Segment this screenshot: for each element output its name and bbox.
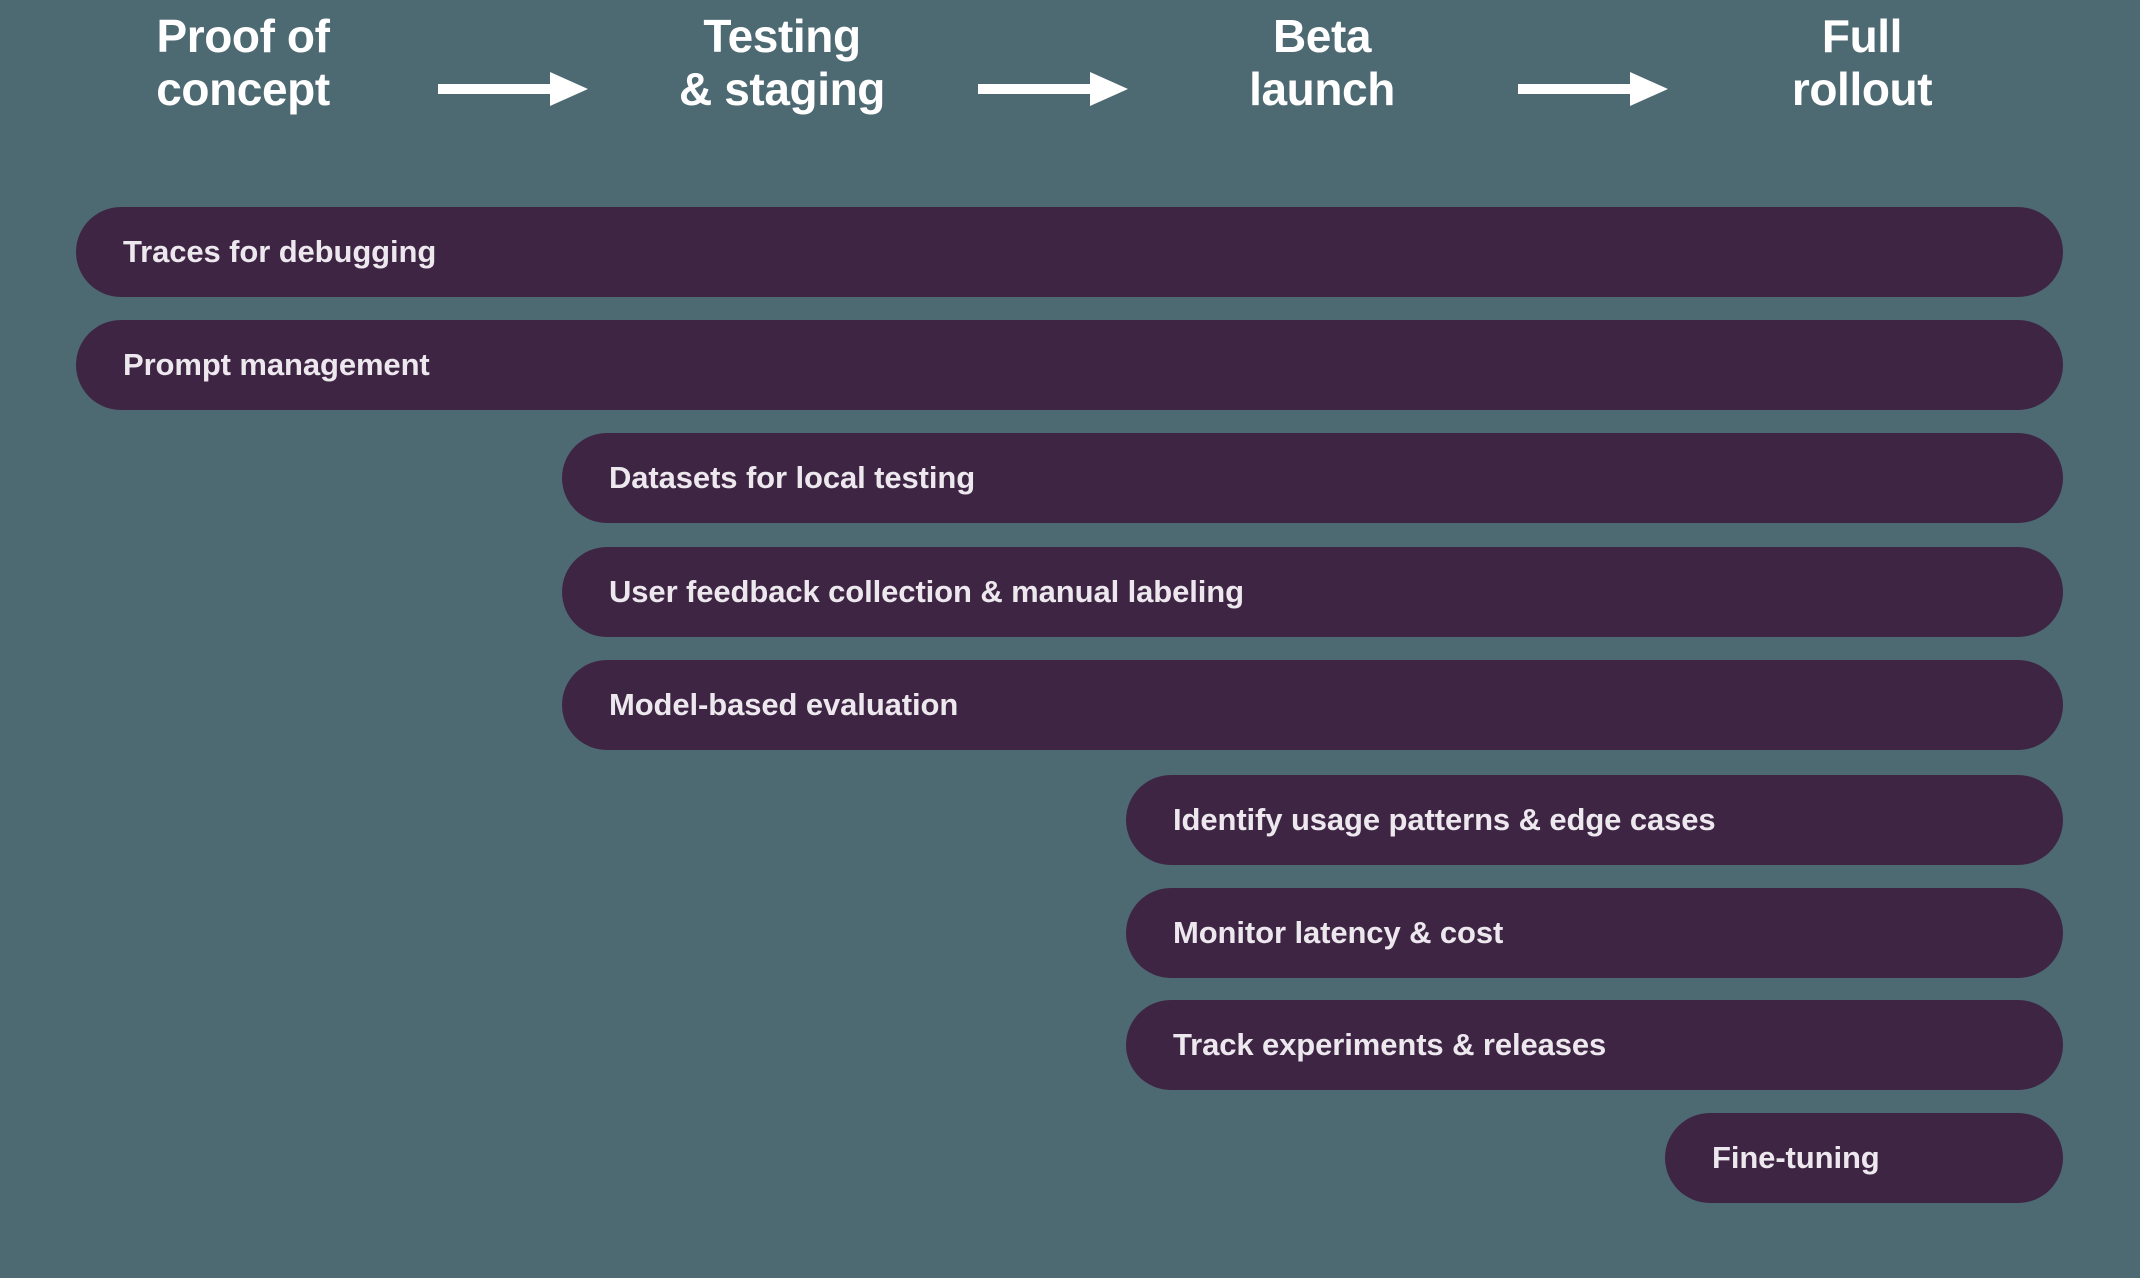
stage-header-line2: concept <box>156 63 330 116</box>
capability-bar[interactable]: Identify usage patterns & edge cases <box>1126 775 2063 865</box>
stage-header-line1: Proof of <box>156 10 330 62</box>
capability-bar-label: Model-based evaluation <box>609 687 959 722</box>
capability-bar-label: Monitor latency & cost <box>1173 915 1504 950</box>
stage-header-line1: Full <box>1821 10 1903 62</box>
arrow-right-icon <box>978 68 1128 110</box>
capability-bar[interactable]: Prompt management <box>76 320 2063 410</box>
capability-bar[interactable]: Fine-tuning <box>1665 1113 2063 1203</box>
capability-bar-label: Fine-tuning <box>1712 1140 1880 1175</box>
capability-bar[interactable]: Datasets for local testing <box>562 433 2063 523</box>
capability-bar[interactable]: User feedback collection & manual labeli… <box>562 547 2063 637</box>
stage-header-line2: rollout <box>1791 63 1933 116</box>
capability-bar-label: Identify usage patterns & edge cases <box>1173 802 1716 837</box>
capability-bar[interactable]: Monitor latency & cost <box>1126 888 2063 978</box>
stage-header-line1: Beta <box>1272 10 1372 62</box>
capability-bar[interactable]: Track experiments & releases <box>1126 1000 2063 1090</box>
stage-header-line2: & staging <box>679 63 885 116</box>
stage-header-line1: Testing <box>703 10 861 62</box>
capability-bar-label: Track experiments & releases <box>1173 1027 1607 1062</box>
capability-bar-label: User feedback collection & manual labeli… <box>609 574 1244 609</box>
arrow-right-icon <box>438 68 588 110</box>
stage-header-line2: launch <box>1249 63 1395 116</box>
capability-bar[interactable]: Model-based evaluation <box>562 660 2063 750</box>
capability-bar-label: Prompt management <box>123 347 430 382</box>
capability-bar-label: Datasets for local testing <box>609 460 976 495</box>
stage-header-testing-and-staging: Testing& staging <box>617 10 947 117</box>
arrow-right-icon <box>1518 68 1668 110</box>
capability-bar-label: Traces for debugging <box>123 234 437 269</box>
capability-bar[interactable]: Traces for debugging <box>76 207 2063 297</box>
